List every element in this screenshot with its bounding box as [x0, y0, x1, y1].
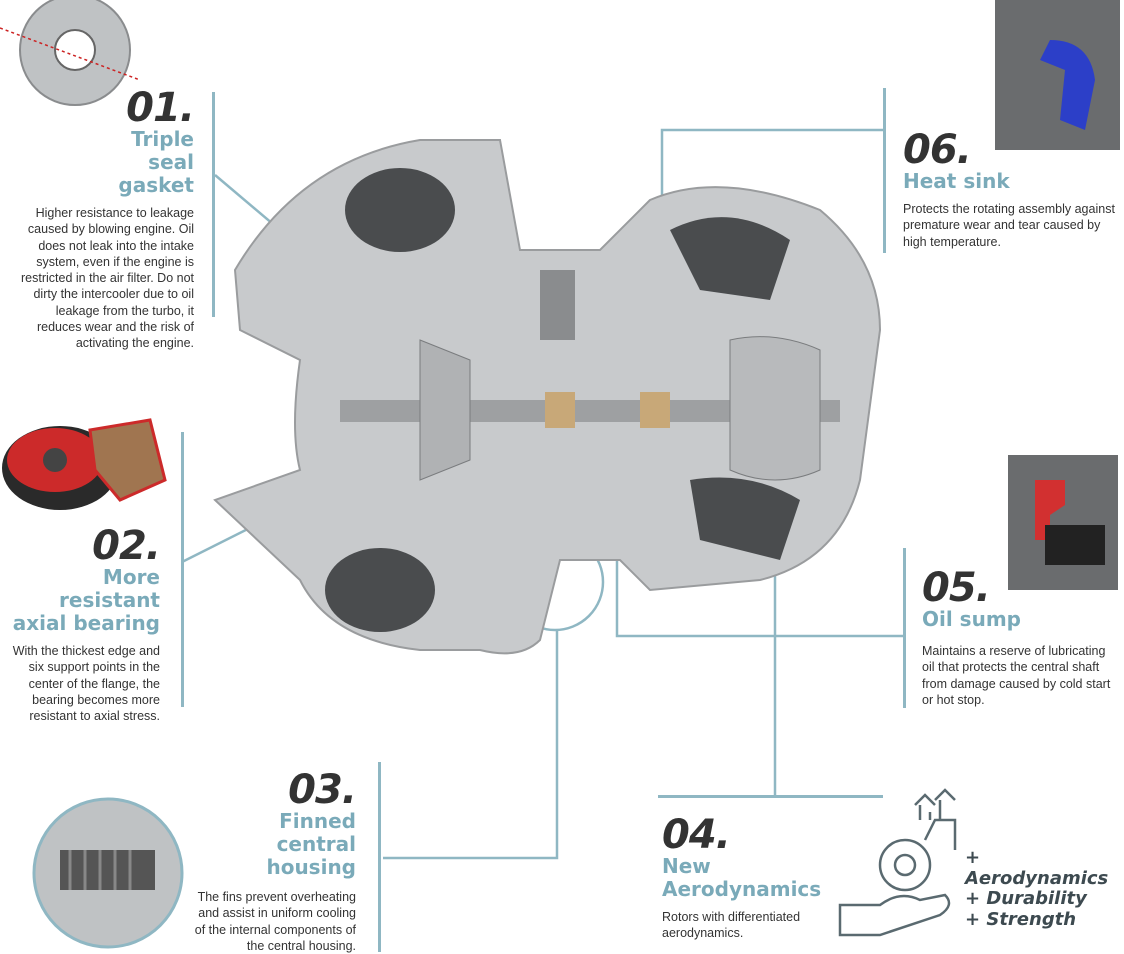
feature-04: 04. New Aerodynamics Rotors with differe…: [662, 815, 822, 942]
benefit-durability: + Durability: [965, 888, 1087, 910]
accent-bar-02: [181, 432, 184, 707]
feature-number: 06.: [903, 127, 972, 173]
accent-bar-01: [212, 92, 215, 317]
feature-title: Triple seal gasket: [118, 127, 194, 197]
feature-description: Higher resistance to leakage caused by b…: [21, 206, 194, 350]
feature-description: With the thickest edge and six support p…: [12, 644, 160, 723]
feature-03: 03. Finned central housing The fins prev…: [186, 767, 357, 954]
feature-title: Heat sink: [903, 169, 1010, 193]
feature-number: 04.: [662, 812, 731, 858]
accent-bar-04: [658, 795, 883, 798]
accent-bar-05: [903, 548, 906, 708]
feature-title: More resistant axial bearing: [12, 565, 160, 635]
feature-06: 06. Heat sink Protects the rotating asse…: [903, 130, 1121, 250]
feature-title: Oil sump: [922, 607, 1021, 631]
thumbnail-gasket: [0, 0, 141, 106]
feature-number: 05.: [922, 565, 991, 611]
leader-line-03: [383, 630, 559, 860]
feature-description: Protects the rotating assembly against p…: [903, 202, 1115, 249]
benefits-list: + Aerodynamics + Durability + Strength: [965, 847, 1123, 931]
feature-title: Finned central housing: [266, 809, 356, 879]
thumbnail-heat-sink: [995, 0, 1120, 150]
feature-number: 02.: [92, 523, 161, 569]
feature-02: 02. More resistant axial bearing With th…: [6, 523, 161, 724]
feature-description: Maintains a reserve of lubricating oil t…: [922, 644, 1111, 707]
feature-title: New Aerodynamics: [662, 854, 822, 901]
accent-bar-06: [883, 88, 886, 253]
feature-number: 01.: [126, 85, 195, 131]
feature-05: 05. Oil sump Maintains a reserve of lubr…: [922, 568, 1118, 708]
turbo-hand-icon: [838, 788, 957, 937]
thumbnail-oil-sump: [1008, 455, 1118, 590]
turbo-cutaway-illustration: [213, 139, 882, 655]
feature-number: 03.: [288, 767, 357, 813]
feature-description: Rotors with differentiated aerodynamics.: [662, 910, 801, 941]
benefit-strength: + Strength: [965, 909, 1077, 931]
benefit-aerodynamics: + Aerodynamics: [965, 847, 1109, 889]
feature-01: 01. Triple seal gasket Higher resistance…: [10, 85, 195, 351]
feature-description: The fins prevent overheating and assist …: [194, 890, 356, 953]
thumbnail-axial-bearing: [2, 418, 167, 510]
accent-bar-03: [378, 762, 381, 952]
thumbnail-finned-housing: [32, 797, 184, 949]
